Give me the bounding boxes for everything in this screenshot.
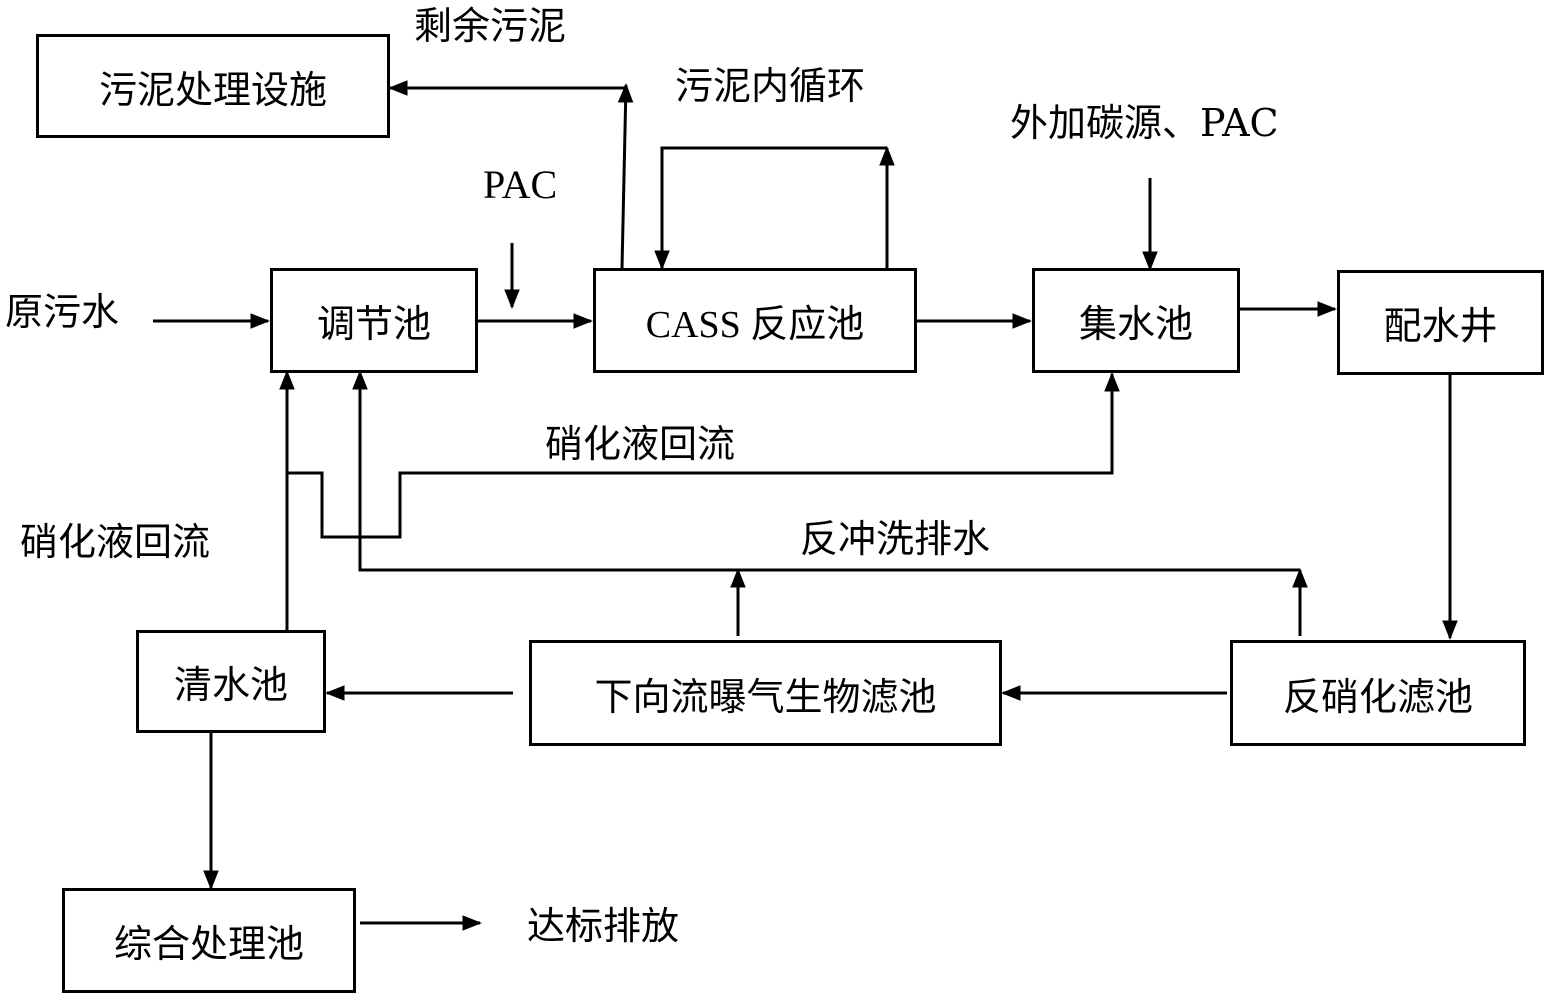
excess-sludge-line [617, 83, 634, 269]
distribution-well-box: 配水井 [1337, 270, 1544, 375]
excess-sludge-label: 剩余污泥 [414, 4, 567, 48]
nitrate-recycle-left-label: 硝化液回流 [20, 520, 211, 564]
nitrate-recycle-line [287, 372, 1120, 539]
backwash-return-line [352, 370, 1300, 572]
pac-label: PAC [483, 162, 558, 207]
clear-water-tank-box: 清水池 [136, 630, 326, 733]
backwash-drain-label: 反冲洗排水 [800, 517, 991, 561]
equalization-tank-box: 调节池 [270, 268, 478, 373]
discharge-label: 达标排放 [527, 904, 680, 948]
integrated-treatment-tank-box: 综合处理池 [62, 888, 356, 993]
denitrification-filter-box: 反硝化滤池 [1230, 640, 1526, 746]
raw-sewage-label: 原污水 [5, 290, 120, 334]
nitrate-recycle-top-label: 硝化液回流 [545, 422, 736, 466]
collection-tank-box: 集水池 [1032, 268, 1240, 373]
internal-recycle-return-line [654, 146, 887, 270]
carbon-source-pac-label: 外加碳源、PAC [1010, 101, 1279, 145]
cass-reactor-box: CASS 反应池 [593, 268, 917, 373]
internal-recycle-label: 污泥内循环 [675, 64, 866, 108]
downflow-aerated-biofilter-box: 下向流曝气生物滤池 [529, 640, 1002, 746]
sludge-treatment-facility-box: 污泥处理设施 [36, 34, 390, 138]
